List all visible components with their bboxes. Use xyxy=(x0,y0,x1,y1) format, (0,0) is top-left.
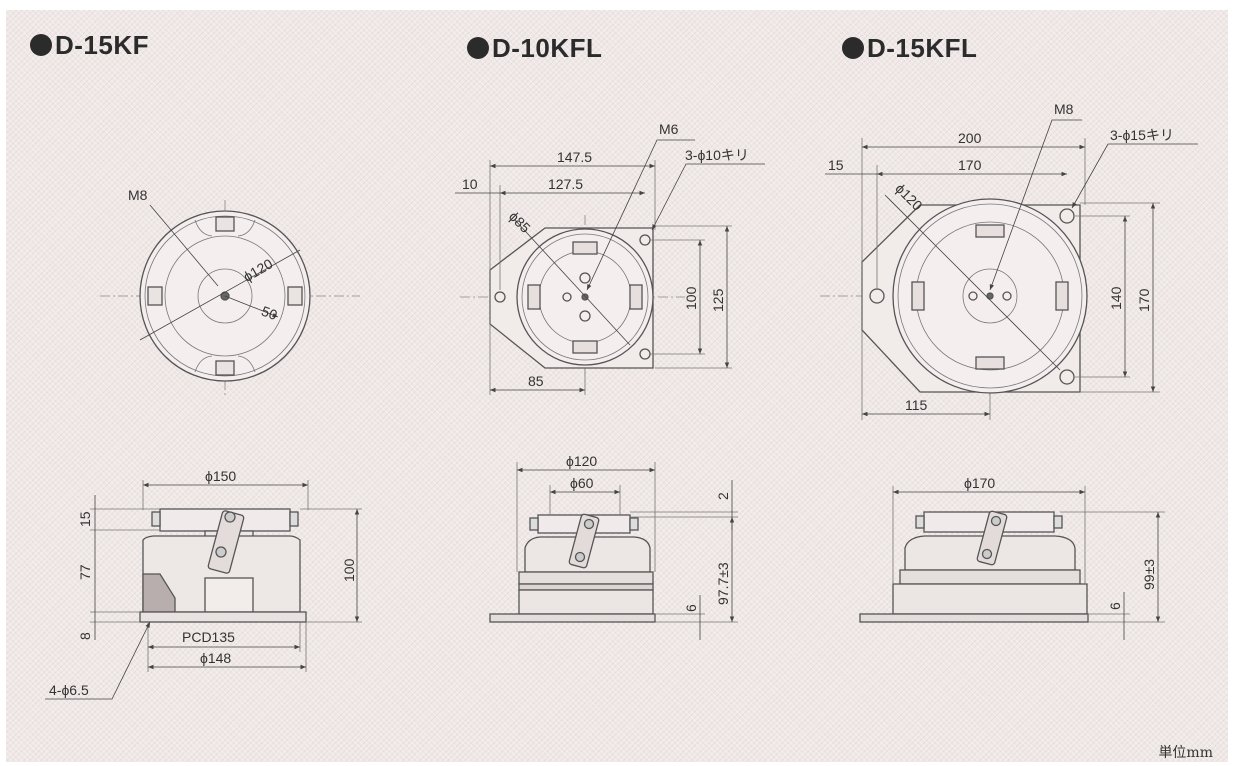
height-2-label: 170 xyxy=(1136,288,1152,312)
gap-label: 2 xyxy=(715,492,731,500)
height-body-label: 77 xyxy=(77,564,93,580)
bullet-icon xyxy=(30,34,52,56)
radius-label: 50 xyxy=(259,303,279,323)
title-text: D-10KFL xyxy=(492,33,603,63)
height-1-label: 140 xyxy=(1108,286,1124,310)
d10kfl-side-view: ϕ120 ϕ60 2 97.7±3 6 xyxy=(489,453,738,640)
top-diameter-label: ϕ150 xyxy=(205,468,236,484)
d15kfl-plan-view: 200 170 15 ϕ120 M8 3-ϕ15キリ 140 170 115 xyxy=(820,101,1198,420)
offset-label: 15 xyxy=(828,157,844,173)
title-text: D-15KFL xyxy=(867,33,978,63)
unit-label: 単位mm xyxy=(1158,745,1213,761)
pcd-label: PCD135 xyxy=(182,629,235,645)
thread-label: M8 xyxy=(128,187,148,203)
d15kfl-side-view: ϕ170 99±3 6 xyxy=(859,475,1165,640)
top-diameter-label: ϕ120 xyxy=(566,453,597,469)
bullet-icon xyxy=(842,37,864,59)
diameter-label: ϕ85 xyxy=(506,208,534,236)
inner-diameter-label: ϕ60 xyxy=(570,475,594,491)
d15kf-plan-view: M8 ϕ120 50 xyxy=(100,187,360,395)
height-label: 99±3 xyxy=(1141,559,1157,590)
d15kf-side-view: ϕ150 15 77 8 100 PCD135 ϕ148 4-ϕ6.5 xyxy=(45,468,362,700)
width-3-label: 85 xyxy=(528,373,544,389)
thread-label: M6 xyxy=(659,121,679,137)
bullet-icon xyxy=(467,37,489,59)
title-text: D-15KF xyxy=(55,30,150,60)
base-label: 6 xyxy=(683,604,699,612)
offset-label: 10 xyxy=(462,176,478,192)
height-1-label: 100 xyxy=(683,286,699,310)
width-3-label: 115 xyxy=(905,397,928,413)
holes-label: 3-ϕ15キリ xyxy=(1110,127,1174,143)
holes-label: 3-ϕ10キリ xyxy=(685,147,749,163)
base-diameter-label: ϕ148 xyxy=(200,650,231,666)
thread-label: M8 xyxy=(1054,101,1074,117)
width-2-label: 127.5 xyxy=(548,176,583,192)
title-d-10kfl: D-10KFL xyxy=(467,33,602,64)
top-diameter-label: ϕ170 xyxy=(964,475,995,491)
base-label: 6 xyxy=(1107,602,1123,610)
width-1-label: 147.5 xyxy=(557,149,592,165)
height-label: 97.7±3 xyxy=(715,562,731,605)
height-2-label: 125 xyxy=(710,288,726,312)
height-total-label: 100 xyxy=(341,558,357,582)
height-base-label: 8 xyxy=(77,632,93,640)
width-1-label: 200 xyxy=(958,130,982,146)
title-d-15kf: D-15KF xyxy=(30,30,149,61)
d10kfl-plan-view: 147.5 127.5 10 ϕ85 M6 3-ϕ10キリ 100 125 85 xyxy=(455,121,765,395)
height-top-label: 15 xyxy=(77,511,93,527)
width-2-label: 170 xyxy=(958,157,982,173)
title-d-15kfl: D-15KFL xyxy=(842,33,977,64)
holes-label: 4-ϕ6.5 xyxy=(49,682,89,698)
